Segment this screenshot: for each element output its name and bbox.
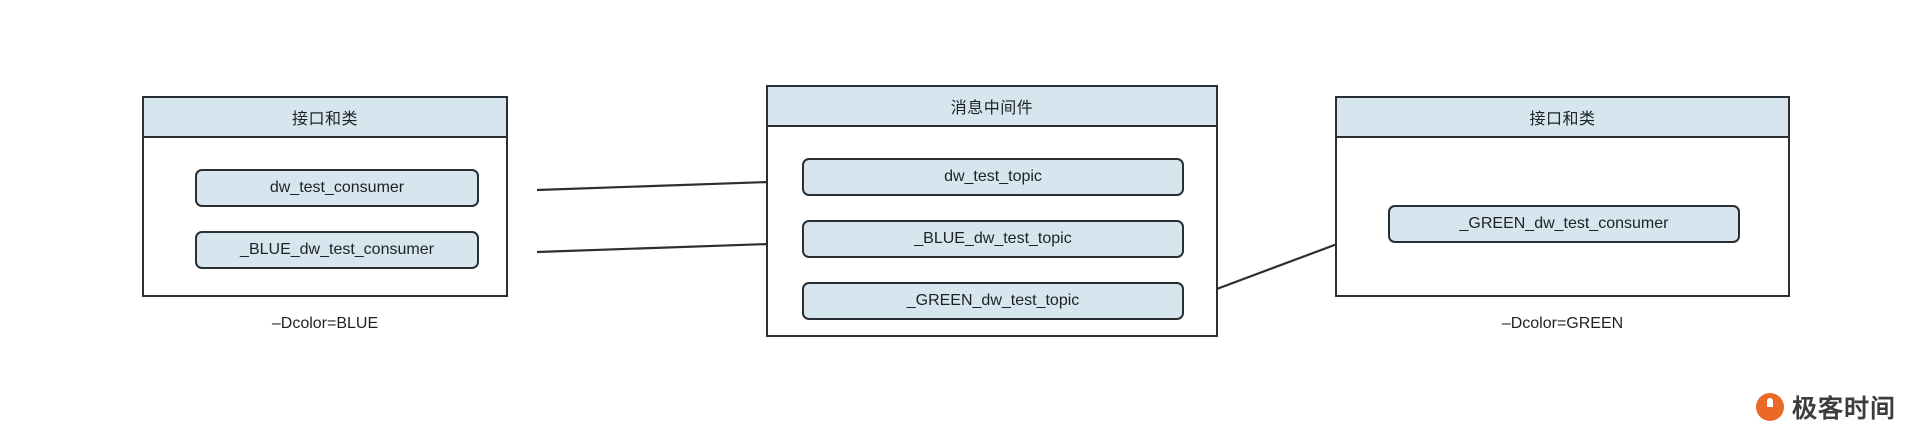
watermark-text: 极客时间 <box>1791 395 1896 423</box>
caption-dcolor-green: –Dcolor=GREEN <box>1501 315 1624 332</box>
node-label: _BLUE_dw_test_consumer <box>240 241 434 258</box>
watermark: 极客时间 <box>1755 389 1896 425</box>
node-blue-dw-test-topic[interactable]: _BLUE_dw_test_topic <box>802 220 1184 258</box>
group-body-green: _GREEN_dw_test_consumer <box>1337 138 1788 295</box>
node-green-dw-test-consumer[interactable]: _GREEN_dw_test_consumer <box>1388 205 1740 243</box>
group-interface-and-class-blue: 接口和类 dw_test_consumer _BLUE_dw_test_cons… <box>142 96 508 297</box>
node-dw-test-consumer[interactable]: dw_test_consumer <box>195 169 479 207</box>
group-message-middleware: 消息中间件 dw_test_topic _BLUE_dw_test_topic … <box>766 85 1218 337</box>
group-title-blue: 接口和类 <box>144 98 506 138</box>
group-title-message-middleware: 消息中间件 <box>768 87 1216 127</box>
geektime-logo-icon <box>1755 393 1784 421</box>
group-interface-and-class-green: 接口和类 _GREEN_dw_test_consumer <box>1335 96 1790 297</box>
group-body-message-middleware: dw_test_topic _BLUE_dw_test_topic _GREEN… <box>768 127 1216 335</box>
connector-blue-consumer-to-blue-topic <box>536 238 799 254</box>
group-body-blue: dw_test_consumer _BLUE_dw_test_consumer <box>144 138 506 295</box>
node-blue-dw-test-consumer[interactable]: _BLUE_dw_test_consumer <box>195 231 479 269</box>
node-green-dw-test-topic[interactable]: _GREEN_dw_test_topic <box>802 282 1184 320</box>
caption-dcolor-blue: –Dcolor=BLUE <box>271 315 379 332</box>
node-label: dw_test_consumer <box>269 179 405 196</box>
connector-consumer-to-topic <box>536 176 799 192</box>
node-label: dw_test_topic <box>944 168 1042 185</box>
node-dw-test-topic[interactable]: dw_test_topic <box>802 158 1184 196</box>
node-label: _BLUE_dw_test_topic <box>914 230 1072 247</box>
node-label: _GREEN_dw_test_consumer <box>1459 215 1669 232</box>
group-title-green: 接口和类 <box>1337 98 1788 138</box>
node-label: _GREEN_dw_test_topic <box>906 292 1080 309</box>
